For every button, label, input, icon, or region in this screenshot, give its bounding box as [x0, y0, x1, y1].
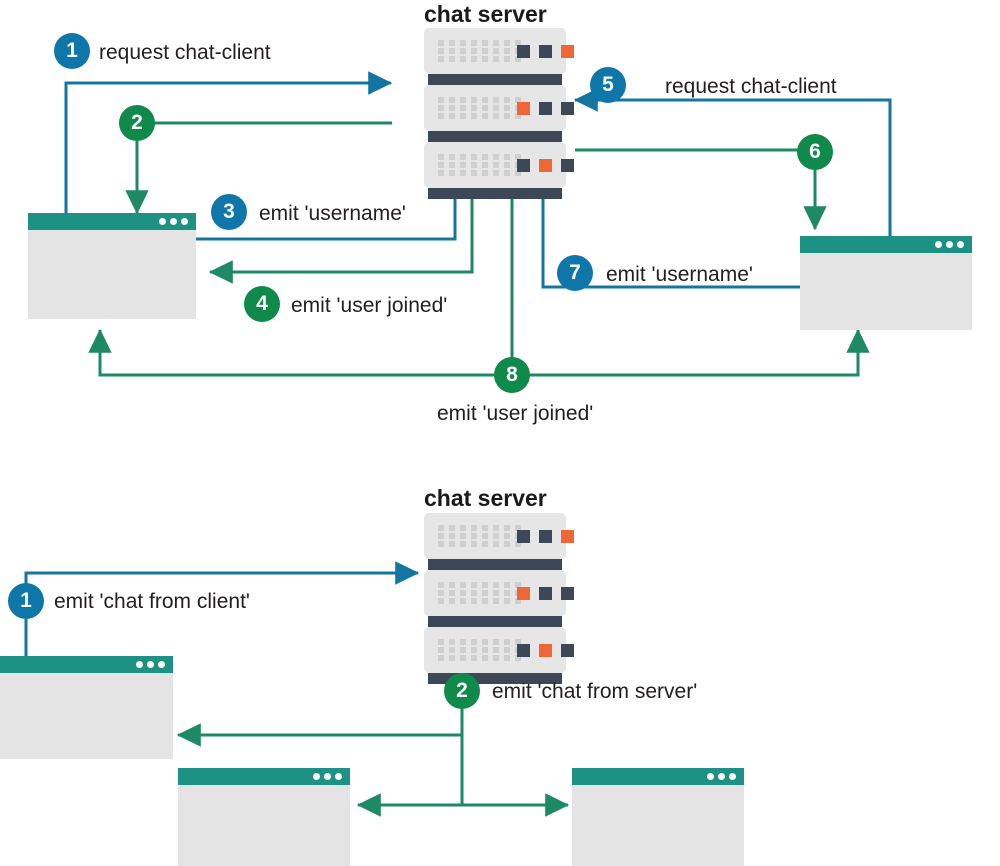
window-controls[interactable]: [136, 661, 165, 668]
led-orange: [517, 102, 530, 115]
step-label-3: emit 'username': [259, 202, 406, 225]
client-window-sender[interactable]: [0, 656, 173, 759]
window-titlebar: [800, 236, 972, 253]
server-led-group-3: [517, 644, 574, 657]
bottom-server-rack: [424, 513, 574, 684]
step-label-1: request chat-client: [99, 41, 271, 64]
window-titlebar: [0, 656, 173, 673]
vent-grid: [438, 97, 526, 121]
server-plinth-3: [428, 673, 562, 684]
step-badge-4: 4: [244, 286, 280, 322]
server-unit-2: [424, 85, 574, 131]
bottom-step-label-1: emit 'chat from client': [54, 590, 250, 613]
step-badge-7: 7: [557, 255, 593, 291]
led-dark: [561, 102, 574, 115]
led-dark: [517, 530, 530, 543]
client-window-receiver-b[interactable]: [572, 768, 744, 866]
window-titlebar: [178, 768, 350, 785]
server-unit-3: [424, 142, 574, 188]
led-dark: [517, 644, 530, 657]
server-led-group-2: [517, 587, 574, 600]
top-server-title: chat server: [424, 1, 547, 27]
vent-grid: [438, 639, 526, 663]
step-label-4: emit 'user joined': [291, 294, 448, 317]
led-dark: [517, 159, 530, 172]
step-label-7: emit 'username': [606, 263, 753, 286]
led-dark: [539, 45, 552, 58]
step-badge-6: 6: [797, 134, 833, 170]
vent-grid: [438, 525, 526, 549]
led-dark: [561, 587, 574, 600]
server-led-group-3: [517, 159, 574, 172]
led-orange: [539, 159, 552, 172]
step-badge-8: 8: [494, 357, 530, 393]
led-orange: [517, 587, 530, 600]
server-plinth-2: [428, 616, 562, 627]
step-badge-1: 1: [54, 33, 90, 69]
server-unit-2: [424, 570, 574, 616]
led-dark: [539, 530, 552, 543]
led-dark: [517, 45, 530, 58]
step-badge-5: 5: [590, 67, 626, 103]
window-controls[interactable]: [313, 773, 342, 780]
server-plinth-1: [428, 74, 562, 85]
top-server-rack: [424, 28, 574, 199]
bottom-step-label-2: emit 'chat from server': [492, 680, 698, 703]
bottom-server-title: chat server: [424, 485, 547, 511]
client-window-receiver-a[interactable]: [178, 768, 350, 866]
led-orange: [561, 45, 574, 58]
led-dark: [539, 102, 552, 115]
client-window-left[interactable]: [28, 213, 196, 319]
window-controls[interactable]: [935, 241, 964, 248]
server-unit-1: [424, 513, 574, 559]
led-dark: [539, 587, 552, 600]
server-unit-3: [424, 627, 574, 673]
server-plinth-2: [428, 131, 562, 142]
server-led-group-1: [517, 45, 574, 58]
server-led-group-2: [517, 102, 574, 115]
server-unit-1: [424, 28, 574, 74]
client-window-right[interactable]: [800, 236, 972, 330]
server-plinth-1: [428, 559, 562, 570]
window-titlebar: [28, 213, 196, 230]
led-dark: [561, 159, 574, 172]
bottom-step-badge-2: 2: [444, 673, 480, 709]
led-dark: [561, 644, 574, 657]
led-orange: [561, 530, 574, 543]
window-titlebar: [572, 768, 744, 785]
server-led-group-1: [517, 530, 574, 543]
step-badge-2: 2: [119, 105, 155, 141]
vent-grid: [438, 582, 526, 606]
step-label-8: emit 'user joined': [437, 402, 594, 425]
bottom-step-badge-1: 1: [8, 583, 44, 619]
window-controls[interactable]: [707, 773, 736, 780]
window-controls[interactable]: [159, 218, 188, 225]
led-orange: [539, 644, 552, 657]
step-label-5: request chat-client: [665, 75, 837, 98]
server-plinth-3: [428, 188, 562, 199]
step-badge-3: 3: [211, 194, 247, 230]
